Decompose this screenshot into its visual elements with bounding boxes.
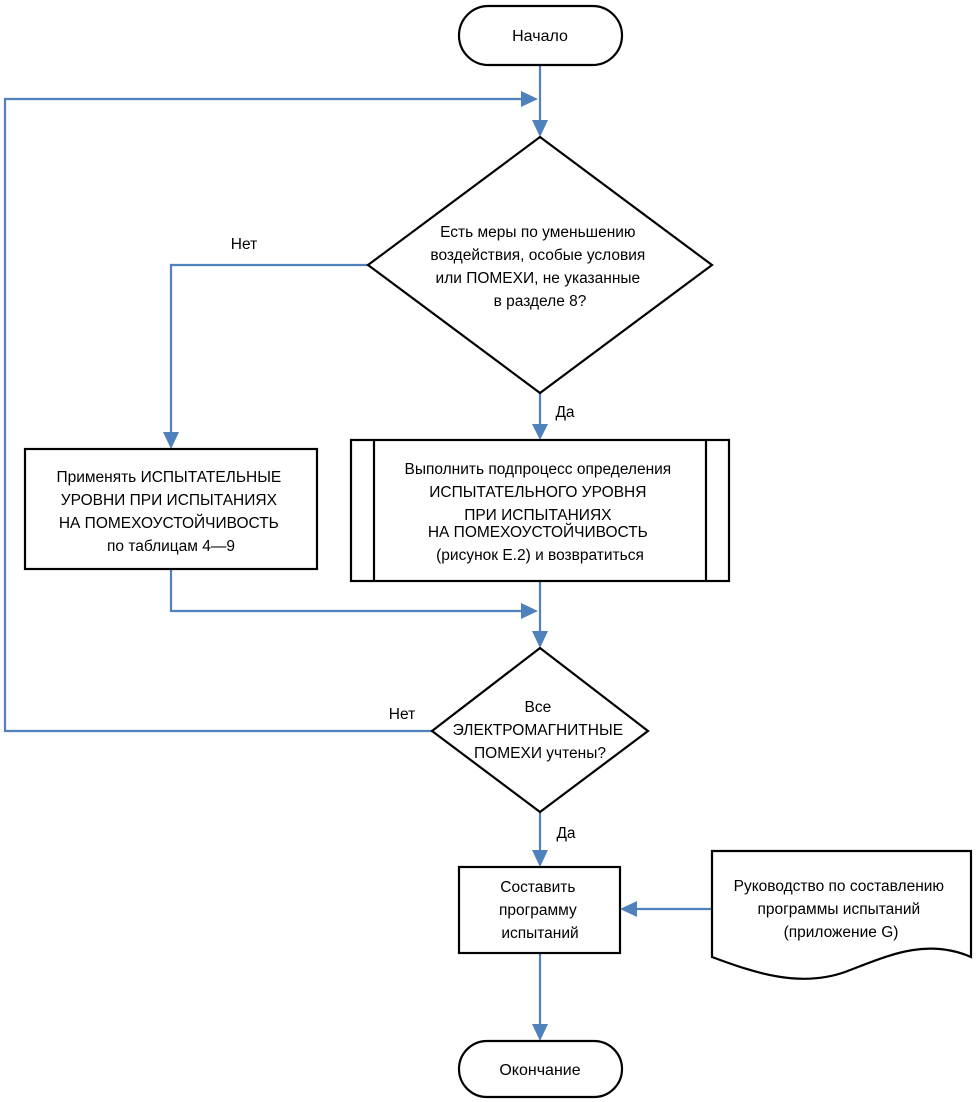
end-terminator: Окончание [457, 1039, 624, 1099]
guide-document-shape [710, 849, 973, 980]
apply-levels-line: НА ПОМЕХОУСТОЙЧИВОСТЬ [59, 514, 279, 532]
edge-label-d2-no: Нет [389, 706, 415, 723]
subprocess-line: НА ПОМЕХОУСТОЙЧИВОСТЬ [428, 523, 648, 541]
svg-text:Применять ИСПЫТАТЕЛЬНЫЕ: Применять ИСПЫТАТЕЛЬНЫЕ УРОВНИ ПРИ ИСПЫТ… [56, 469, 285, 555]
decision1-shape [366, 135, 714, 395]
end-shape [457, 1039, 624, 1099]
subprocess-shape [349, 438, 731, 583]
arrowhead-guide [620, 901, 637, 917]
apply-levels-process: Применять ИСПЫТАТЕЛЬНЫЕ УРОВНИ ПРИ ИСПЫТ… [23, 447, 319, 571]
edge-label-d1-no: Нет [231, 236, 257, 253]
svg-text:Все ЭЛЕКТРОМАГНИТНЫЕ: Все ЭЛЕКТРОМАГНИТНЫЕ ПОМЕХИ учтены? [453, 699, 628, 762]
decision1: Есть меры по уменьшению воздействия, осо… [366, 135, 714, 395]
start-terminator: Начало [457, 4, 624, 67]
compose-process: Составить программу испытаний [457, 865, 622, 955]
subprocess-line: Выполнить подпроцесс определения [404, 461, 671, 478]
apply-levels-line: УРОВНИ ПРИ ИСПЫТАНИЯХ [61, 492, 278, 509]
arrowhead-compose [532, 850, 548, 867]
subprocess-line: (рисунок Е.2) и возвратиться [436, 547, 644, 564]
compose-line: программу [499, 902, 577, 919]
edge-label-d1-yes: Да [555, 404, 574, 421]
compose-line: Составить [500, 879, 575, 896]
apply-levels-line: Применять ИСПЫТАТЕЛЬНЫЕ [56, 469, 281, 486]
edge-labels: Нет Да Нет Да [231, 236, 576, 842]
decision2-shape [430, 646, 650, 814]
decision2-line: ПОМЕХИ учтены? [474, 745, 606, 762]
arrowhead-merge [521, 603, 538, 619]
edge-decision2-no-loop [3, 97, 524, 733]
edge-decision1-no [169, 263, 368, 435]
start-shape [457, 4, 624, 67]
decision1-line: или ПОМЕХИ, не указанные [436, 270, 641, 287]
svg-text:Окончание: Окончание [499, 1062, 580, 1079]
arrowhead-end [532, 1024, 548, 1041]
decision2-line: ЭЛЕКТРОМАГНИТНЫЕ [453, 722, 623, 739]
guide-document-line: Руководство по составлению [734, 878, 944, 895]
decision2-line: Все [524, 699, 551, 716]
compose-shape [457, 865, 622, 955]
edge-label-d2-yes: Да [556, 825, 575, 842]
decision2: Все ЭЛЕКТРОМАГНИТНЫЕ ПОМЕХИ учтены? [430, 646, 650, 814]
svg-text:Руководство по составлению: Руководство по составлению программы исп… [734, 878, 949, 941]
arrowhead-decision1-top [532, 120, 548, 137]
subprocess-line: ПРИ ИСПЫТАНИЯХ [464, 507, 612, 524]
compose-line: испытаний [501, 925, 578, 942]
guide-document-line: программы испытаний [758, 901, 921, 918]
svg-text:Составить программу: Составить программу испытаний [499, 879, 581, 942]
decision1-line: Есть меры по уменьшению [440, 224, 635, 241]
decision1-line: воздействия, особые условия [430, 247, 645, 264]
arrowhead-subprocess [532, 424, 548, 440]
svg-text:Есть меры по уменьшению: Есть меры по уменьшению воздействия, осо… [430, 224, 649, 310]
subprocess-line: ИСПЫТАТЕЛЬНОГО УРОВНЯ [429, 484, 646, 501]
svg-text:Выполнить подпроцесс определен: Выполнить подпроцесс определения ИСПЫТАТ… [404, 461, 675, 564]
start-label: Начало [512, 28, 568, 45]
arrowhead-decision2-top [532, 631, 548, 648]
arrowhead-loop-entry [521, 91, 538, 107]
guide-document: Руководство по составлению программы исп… [710, 849, 973, 980]
apply-levels-line: по таблицам 4—9 [107, 538, 235, 555]
edge-apply-to-merge [169, 569, 523, 613]
apply-levels-shape [23, 447, 319, 571]
guide-document-line: (приложение G) [784, 924, 899, 941]
svg-text:Начало: Начало [512, 28, 568, 45]
decision1-line: в разделе 8? [494, 293, 587, 310]
end-label: Окончание [499, 1062, 580, 1079]
connectors [3, 65, 712, 1041]
subprocess-predefined: Выполнить подпроцесс определения ИСПЫТАТ… [349, 438, 731, 583]
arrowhead-apply-levels [163, 432, 179, 449]
